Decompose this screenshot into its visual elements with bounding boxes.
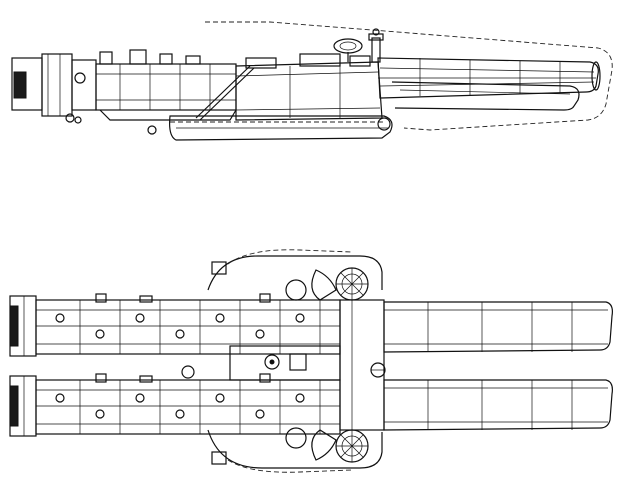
clearance-outline (205, 21, 613, 131)
side-cradle-base (147, 115, 393, 141)
side-handwheel (333, 28, 384, 63)
plan-turntable (207, 249, 383, 473)
side-elevation-view (11, 21, 613, 141)
plan-gun-lower (9, 373, 613, 437)
plan-gun-upper (9, 293, 613, 357)
side-breech-mechanism (11, 49, 255, 124)
side-main-housing (235, 53, 383, 121)
plan-handwheel-lower (311, 429, 369, 463)
plan-view (9, 249, 613, 473)
plan-center-block (181, 299, 386, 431)
side-barrel (377, 57, 601, 111)
plan-handwheel-upper (311, 267, 369, 301)
